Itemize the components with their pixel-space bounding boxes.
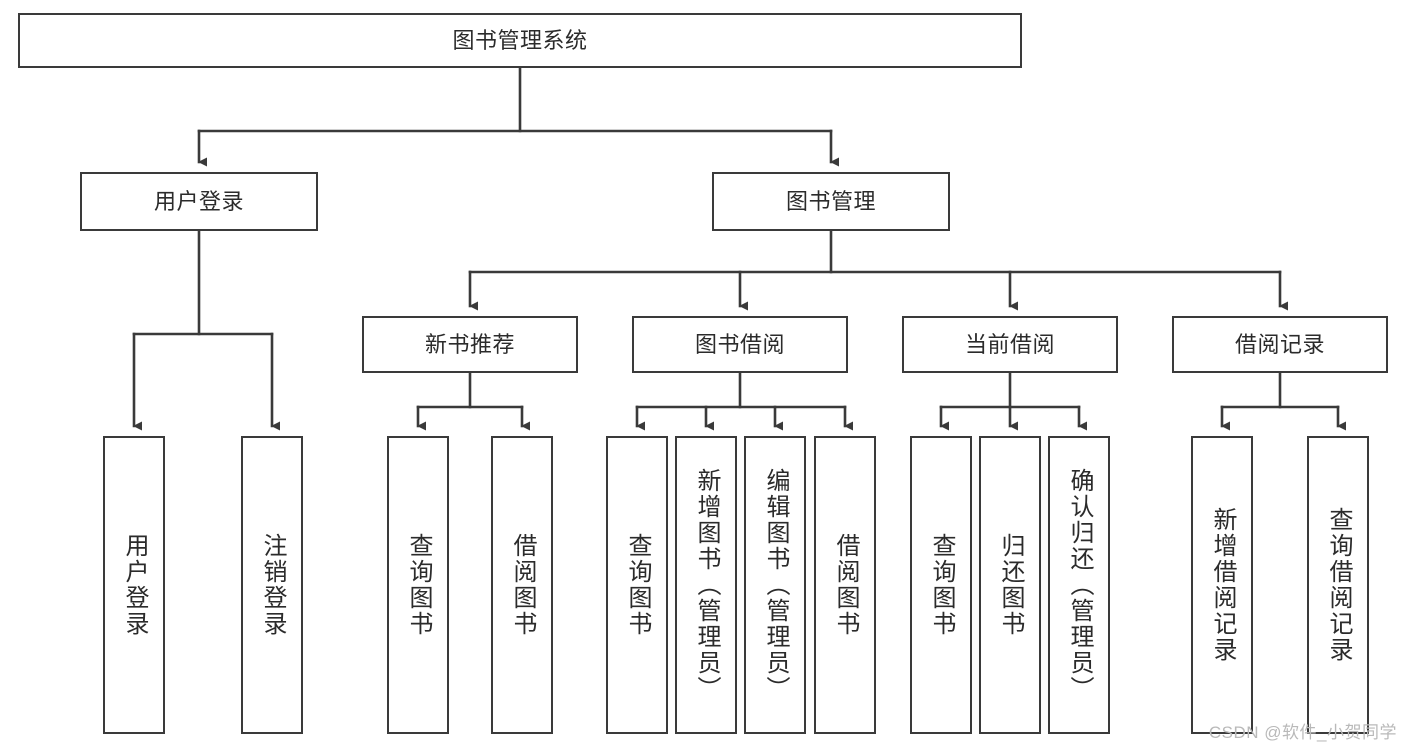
node-user-login[interactable]: 用户登录 xyxy=(80,172,318,231)
node-book-management[interactable]: 图书管理 xyxy=(712,172,950,231)
node-label: 当前借阅 xyxy=(964,331,1055,357)
node-label: 查询借阅记录 xyxy=(1325,507,1352,663)
node-book-borrow[interactable]: 图书借阅 xyxy=(632,316,848,373)
node-current-borrow[interactable]: 当前借阅 xyxy=(902,316,1118,373)
node-leaf-query-borrow-record[interactable]: 查询借阅记录 xyxy=(1307,436,1369,734)
node-leaf-return-book[interactable]: 归还图书 xyxy=(979,436,1041,734)
node-label: 新增图书（管理员） xyxy=(693,468,720,702)
node-leaf-borrow-book-recommend[interactable]: 借阅图书 xyxy=(491,436,553,734)
node-label: 归还图书 xyxy=(997,533,1024,637)
node-leaf-query-book-borrow[interactable]: 查询图书 xyxy=(606,436,668,734)
node-label: 查询图书 xyxy=(928,533,955,637)
node-leaf-add-book-admin[interactable]: 新增图书（管理员） xyxy=(675,436,737,734)
node-label: 图书借阅 xyxy=(694,331,785,357)
node-borrow-record[interactable]: 借阅记录 xyxy=(1172,316,1388,373)
node-label: 用户登录 xyxy=(121,533,148,637)
node-leaf-user-login[interactable]: 用户登录 xyxy=(103,436,165,734)
node-leaf-query-book-recommend[interactable]: 查询图书 xyxy=(387,436,449,734)
node-label: 编辑图书（管理员） xyxy=(762,468,789,702)
node-leaf-logout-login[interactable]: 注销登录 xyxy=(241,436,303,734)
node-label: 确认归还（管理员） xyxy=(1066,468,1093,702)
node-label: 用户登录 xyxy=(153,188,244,214)
node-label: 注销登录 xyxy=(259,533,286,637)
node-leaf-query-book-current[interactable]: 查询图书 xyxy=(910,436,972,734)
node-label: 新增借阅记录 xyxy=(1209,507,1236,663)
node-new-book-recommend[interactable]: 新书推荐 xyxy=(362,316,578,373)
node-leaf-edit-book-admin[interactable]: 编辑图书（管理员） xyxy=(744,436,806,734)
node-label: 借阅图书 xyxy=(832,533,859,637)
node-label: 查询图书 xyxy=(624,533,651,637)
node-label: 查询图书 xyxy=(405,533,432,637)
node-leaf-confirm-return-admin[interactable]: 确认归还（管理员） xyxy=(1048,436,1110,734)
node-label: 借阅记录 xyxy=(1234,331,1325,357)
node-leaf-borrow-book[interactable]: 借阅图书 xyxy=(814,436,876,734)
node-label: 图书管理 xyxy=(785,188,876,214)
node-label: 新书推荐 xyxy=(424,331,515,357)
node-label: 图书管理系统 xyxy=(452,27,588,53)
node-label: 借阅图书 xyxy=(509,533,536,637)
node-root-book-management-system[interactable]: 图书管理系统 xyxy=(18,13,1022,68)
node-leaf-add-borrow-record[interactable]: 新增借阅记录 xyxy=(1191,436,1253,734)
